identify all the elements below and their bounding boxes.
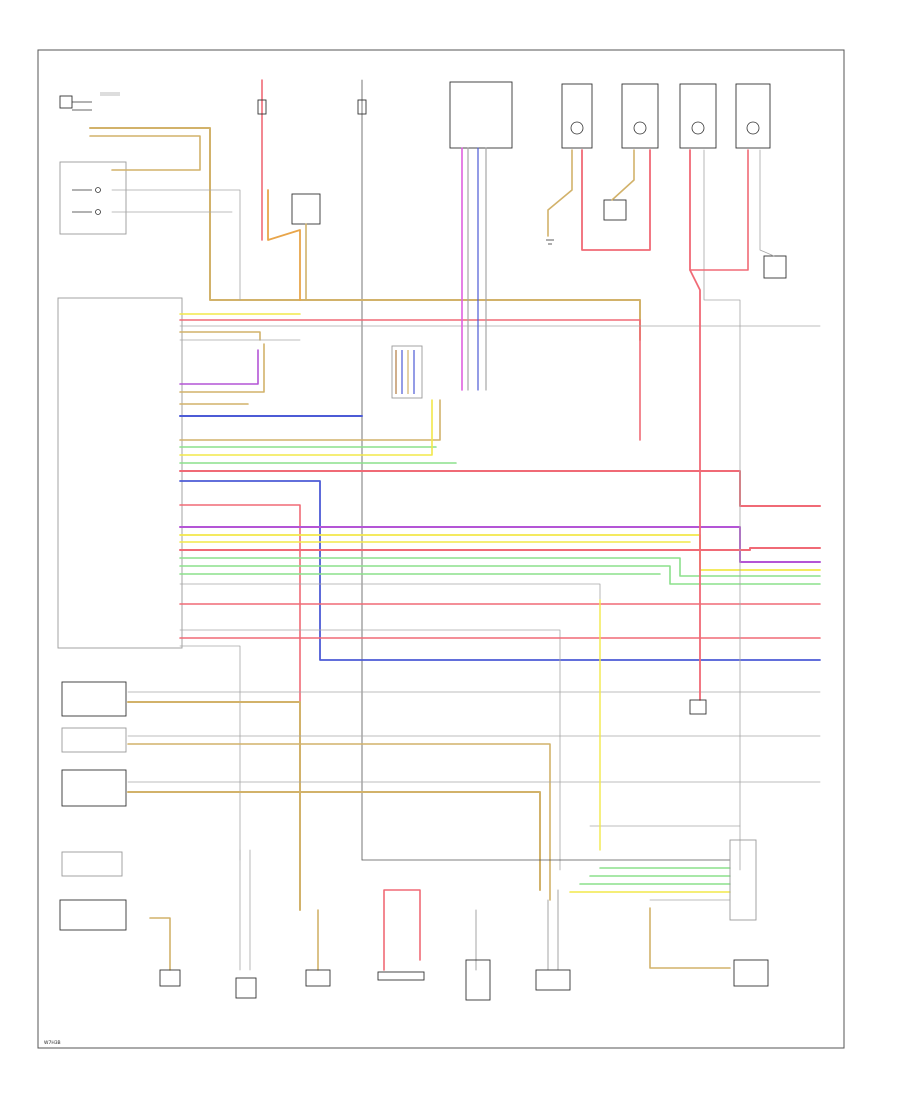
bottom-comp-3 xyxy=(305,969,331,987)
lower-left-switches xyxy=(59,681,127,931)
switch-3-box xyxy=(61,769,127,807)
dimmer-connector-wires xyxy=(395,350,415,394)
ground-module-2 xyxy=(763,255,787,279)
dimmer-connector xyxy=(391,345,423,399)
wire-harness xyxy=(89,127,821,971)
light-switch-component xyxy=(733,959,769,987)
brake-switch-body xyxy=(59,95,73,109)
fuse-2-icon xyxy=(357,99,367,115)
diagram-border xyxy=(37,49,845,1049)
bottom-comp-6 xyxy=(535,969,571,991)
right-front-lamp xyxy=(621,83,659,149)
left-front-lamp xyxy=(561,83,593,149)
bottom-comp-2 xyxy=(235,977,257,999)
cruise-control-switch xyxy=(59,161,127,235)
switch-1-box xyxy=(61,681,127,717)
diagram-code: W7H3B xyxy=(44,1040,61,1046)
bottom-components xyxy=(159,699,769,1001)
switch-4-box xyxy=(61,851,123,877)
right-rear-lamp xyxy=(679,83,717,149)
bottom-comp-1 xyxy=(159,969,181,987)
brake-switch-label-block xyxy=(100,92,120,96)
cruise-switch-box xyxy=(59,161,127,235)
relay-icon xyxy=(291,193,321,225)
switch-2-box xyxy=(61,727,127,753)
body-control-module-box xyxy=(57,297,183,649)
lamp-group-top-right xyxy=(561,83,771,149)
fuse-block-1 xyxy=(257,79,267,241)
switch-5-box xyxy=(59,899,127,931)
headlight-switch-connector xyxy=(449,81,513,149)
fuse-1-icon xyxy=(257,99,267,115)
brake-light-switch xyxy=(59,92,120,111)
left-rear-lamp xyxy=(735,83,771,149)
right-ground-comp xyxy=(689,699,707,715)
bottom-comp-5 xyxy=(465,959,491,1001)
bottom-comp-4 xyxy=(377,971,425,981)
right-terminal-block xyxy=(729,839,757,921)
light-switch-connector xyxy=(729,839,757,921)
ground-module-1 xyxy=(603,199,627,221)
grounds-top xyxy=(546,199,787,279)
relay-box xyxy=(291,193,321,225)
